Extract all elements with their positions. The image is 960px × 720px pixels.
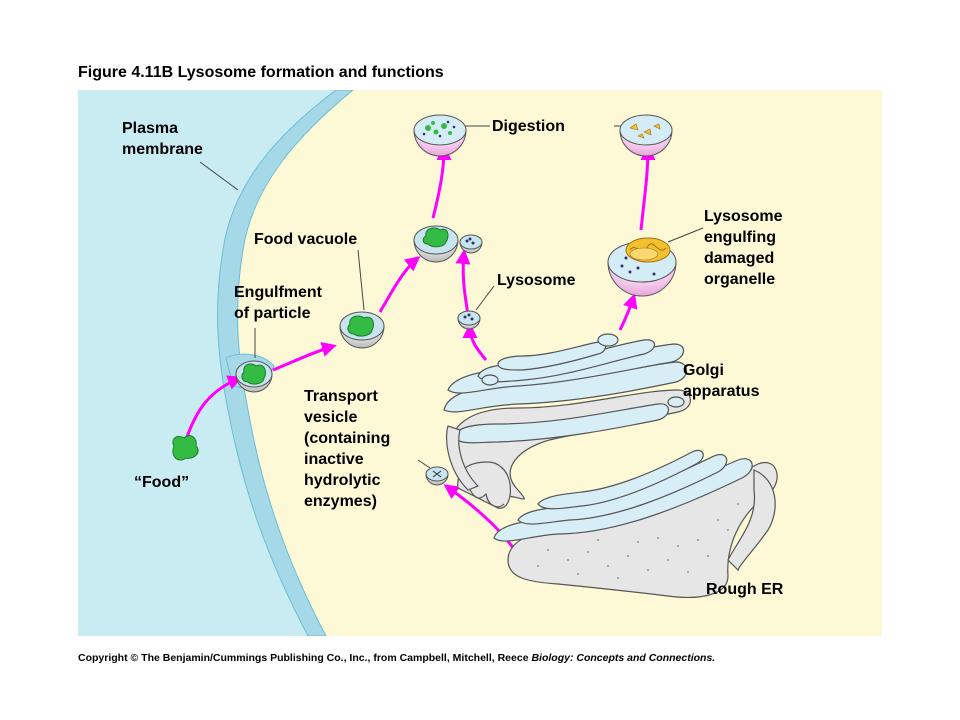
lysosome-bud xyxy=(457,310,481,330)
food-particle xyxy=(172,435,199,461)
golgi-lower-stack xyxy=(446,403,670,509)
digestion-vesicle-left xyxy=(413,114,467,157)
extracellular-space xyxy=(78,90,336,636)
plasma-membrane xyxy=(217,90,354,636)
rough-er xyxy=(493,449,778,598)
label-lysosome: Lysosome xyxy=(497,272,576,289)
copyright-book: Biology: Concepts and Connections. xyxy=(531,652,716,664)
copyright-text: Copyright © The Benjamin/Cummings Publis… xyxy=(78,652,529,664)
digestion-vesicle-right xyxy=(619,114,673,157)
label-food: “Food” xyxy=(134,474,190,491)
label-food-vacuole: Food vacuole xyxy=(254,231,358,248)
copyright-line: Copyright © The Benjamin/Cummings Publis… xyxy=(78,652,715,664)
label-rough-er: Rough ER xyxy=(706,581,784,598)
food-vacuole xyxy=(339,311,385,349)
transport-vesicle xyxy=(425,466,449,486)
diagram-panel xyxy=(78,90,882,636)
figure-title: Figure 4.11B Lysosome formation and func… xyxy=(78,64,444,81)
lysosome-engulfing-organelle xyxy=(607,237,677,297)
label-digestion: Digestion xyxy=(492,118,565,135)
fused-vacuole xyxy=(413,225,483,263)
engulfment-vesicle xyxy=(235,360,273,393)
